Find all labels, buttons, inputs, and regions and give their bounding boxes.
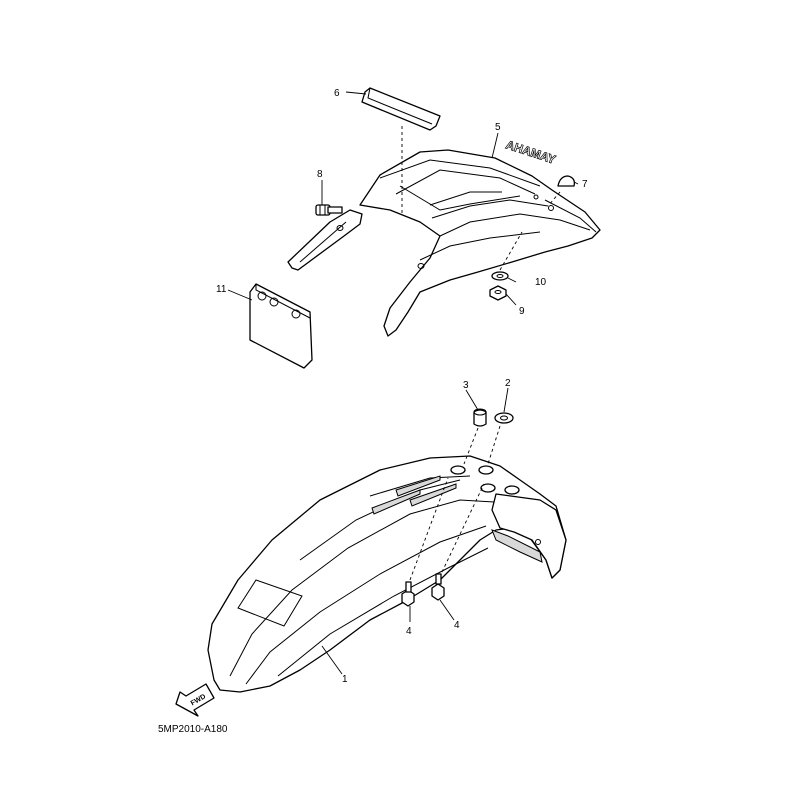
plate-part-11 (249, 283, 313, 369)
nut-part-9 (489, 285, 507, 301)
rear-fender-pad (361, 87, 441, 216)
callout-4-right: 4 (454, 620, 460, 631)
rear-fender (287, 149, 601, 337)
leader-lines (227, 91, 579, 675)
callout-10: 10 (535, 277, 547, 288)
callout-1: 1 (342, 674, 348, 685)
callout-2: 2 (505, 378, 511, 389)
callout-9: 9 (519, 306, 525, 317)
front-fender (207, 455, 567, 693)
callout-4-left: 4 (406, 626, 412, 637)
cap-part-7 (547, 175, 576, 207)
callout-6: 6 (334, 88, 340, 99)
callout-11: 11 (216, 284, 227, 295)
bolt-part-4-right (431, 483, 485, 601)
callout-7: 7 (582, 179, 588, 190)
grommet-part-10 (491, 231, 523, 281)
decal-text: AHAMAY (504, 138, 557, 167)
callout-3: 3 (463, 380, 469, 391)
drawing-code: 5MP2010-A180 (158, 724, 228, 735)
bolt-part-8 (315, 204, 343, 216)
forward-direction-arrow: FWD (175, 683, 215, 717)
grommet-part-2 (487, 412, 514, 465)
bolt-part-4-left (401, 477, 449, 607)
callout-5: 5 (495, 122, 501, 133)
rear-fender-decal: AHAMAY (504, 137, 558, 167)
collar-part-3 (463, 408, 487, 465)
callout-numbers: 6 5 7 8 10 9 11 3 2 4 4 1 (216, 88, 588, 685)
callout-8: 8 (317, 169, 323, 180)
